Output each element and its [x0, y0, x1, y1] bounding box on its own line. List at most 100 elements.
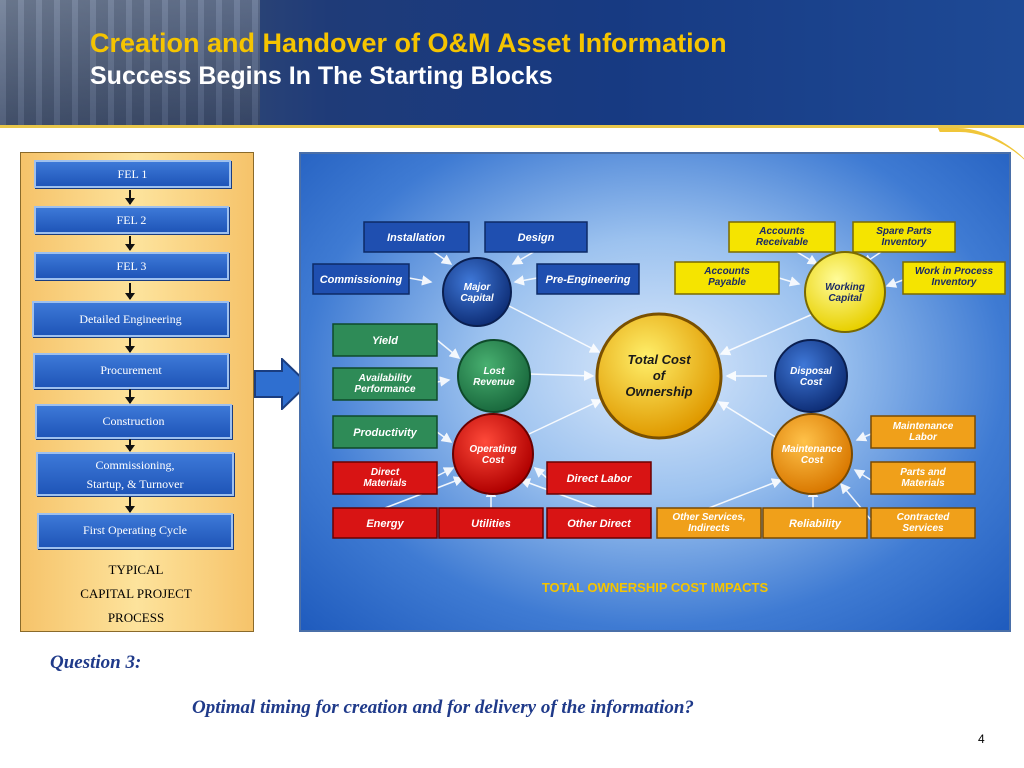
label-line: Cost [800, 377, 823, 388]
stage-label: Procurement [100, 363, 162, 377]
question-text: Optimal timing for creation and for deli… [192, 697, 694, 718]
label-line: Cost [801, 455, 824, 466]
label-line: Direct [371, 467, 400, 478]
stage-detailed-engineering: Detailed Engineering [32, 301, 229, 337]
label-line: Major [464, 282, 492, 293]
box-commissioning: Commissioning [312, 263, 410, 295]
box-yield: Yield [332, 323, 438, 357]
connector-line [855, 431, 872, 442]
stage-label: FEL 3 [116, 259, 147, 273]
connector-line [719, 313, 814, 356]
label-line: Cost [482, 455, 505, 466]
arrow-down [125, 439, 135, 452]
slide-subtitle: Success Begins In The Starting Blocks [90, 62, 553, 90]
connector-line [885, 277, 904, 288]
label-line: Labor [909, 432, 938, 443]
stage-fel-1: FEL 1 [34, 160, 231, 188]
label-line: Receivable [756, 237, 809, 248]
label-line: Materials [901, 478, 945, 489]
label-line: Maintenance [893, 421, 954, 432]
connector-line [533, 467, 548, 479]
box-utilities: Utilities [438, 507, 544, 539]
label-line: Indirects [688, 523, 730, 534]
label-line: Services [902, 523, 944, 534]
stage-label: Commissioning, Startup, & Turnover [86, 458, 184, 491]
label-line: Operating [469, 444, 516, 455]
stage-first-operating-cycle: First Operating Cycle [37, 513, 233, 549]
arrow-down [125, 283, 135, 300]
total-ownership-cost-diagram: Installation Design Commissioning Pre-En… [299, 152, 1011, 632]
label-line: Maintenance [782, 444, 843, 455]
label-line: Payable [708, 277, 746, 288]
box-other-services: Other Services,Indirects [656, 507, 762, 539]
caption-line: TYPICAL [108, 562, 164, 577]
box-installation: Installation [363, 221, 470, 253]
arrow-down [125, 190, 135, 205]
stage-label: Detailed Engineering [79, 312, 182, 326]
label-line: of [653, 368, 667, 383]
connector-line [513, 275, 538, 286]
label-line: Spare Parts [876, 226, 932, 237]
connector-line [508, 305, 601, 353]
header-photo [0, 0, 260, 128]
connector-line [408, 275, 433, 286]
box-label: Other Services,Indirects [672, 512, 745, 534]
label-line: Other Services, [672, 512, 745, 523]
box-productivity: Productivity [332, 415, 438, 449]
diagram-caption: TOTAL OWNERSHIP COST IMPACTS [541, 580, 769, 595]
label-line: Ownership [625, 384, 692, 399]
header-divider [0, 125, 1024, 128]
page-number: 4 [978, 732, 985, 746]
right-arrow-icon [254, 358, 310, 410]
label-line: Parts and [900, 467, 946, 478]
caption-line: CAPITAL PROJECT [80, 586, 192, 601]
label-line: Accounts [703, 266, 750, 277]
box-label: Installation [387, 232, 445, 244]
box-label: Productivity [353, 427, 417, 439]
label-line: Disposal [790, 366, 832, 377]
stage-construction: Construction [35, 404, 232, 439]
stage-commissioning: Commissioning, Startup, & Turnover [36, 452, 234, 496]
arrow-down [125, 389, 135, 404]
label-line: Inventory [931, 277, 976, 288]
connector-line [717, 401, 778, 439]
connector-line [708, 478, 783, 509]
stage-label: Construction [102, 414, 165, 428]
box-label: Other Direct [567, 518, 632, 530]
box-reliability: Reliability [762, 507, 868, 539]
box-label: Pre-Engineering [546, 274, 631, 286]
connector-line [528, 399, 603, 435]
stage-label: FEL 1 [117, 167, 148, 181]
cost-diagram-svg: Installation Design Commissioning Pre-En… [312, 221, 1006, 539]
box-design: Design [484, 221, 588, 253]
box-label: Utilities [471, 518, 511, 530]
connector-line [796, 251, 819, 265]
box-other-direct: Other Direct [546, 507, 652, 539]
box-direct-labor: Direct Labor [546, 461, 652, 495]
stage-label: FEL 2 [116, 213, 147, 227]
header-banner [0, 0, 1024, 128]
connector-line [436, 339, 461, 359]
label-line: Working [825, 282, 865, 293]
box-label: Yield [372, 335, 398, 347]
box-label: Energy [366, 518, 404, 530]
connector-line [853, 469, 872, 481]
